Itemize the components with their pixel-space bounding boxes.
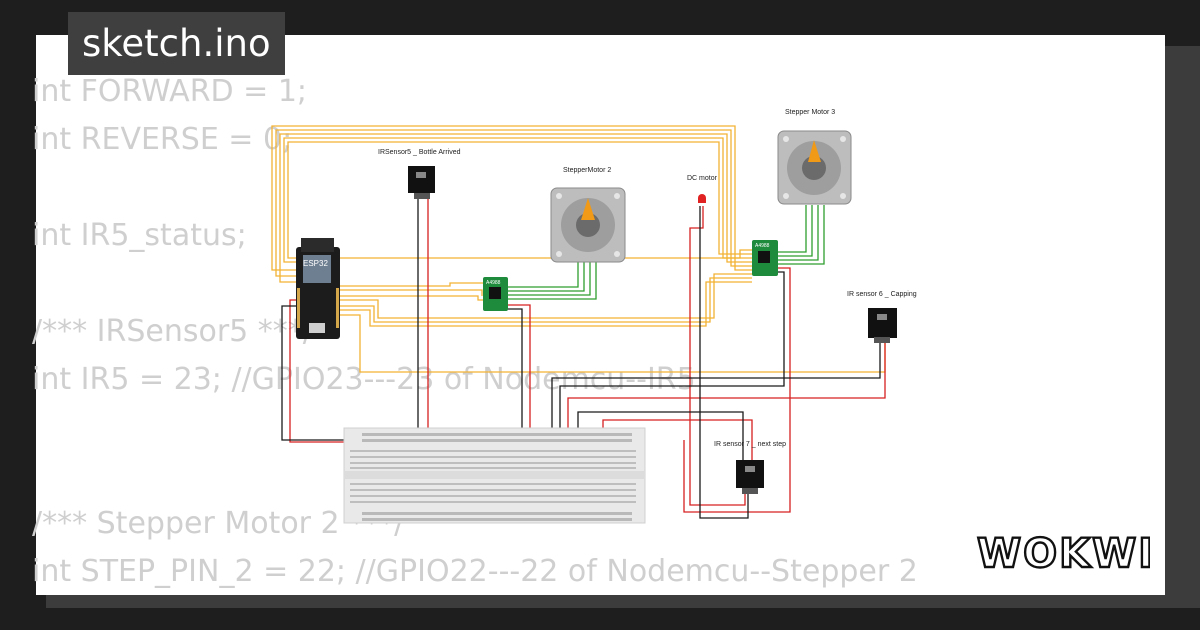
orange-wires (271, 125, 886, 373)
code-line: int IR5 = 23; //GPIO23---23 of Nodemcu--… (32, 362, 696, 397)
black-wires (281, 198, 881, 519)
code-background: int FORWARD = 1; int REVERSE = 0; int IR5_… (32, 68, 918, 596)
stepper-motor-3-label: Stepper Motor 3 (785, 109, 835, 116)
esp32-label: ESP32 (303, 259, 328, 268)
ir-sensor-7[interactable] (736, 460, 764, 494)
ir-sensor-5-label: IRSensor5 _ Bottle Arrived (378, 149, 461, 156)
a4988-driver-2[interactable]: A4988 (752, 240, 778, 276)
stepper-motor-2[interactable] (550, 187, 626, 263)
sketch-title: sketch.ino (68, 12, 285, 75)
wokwi-logo-text: WOKWI (977, 531, 1150, 577)
breadboard (343, 427, 646, 524)
code-line: int STEP_PIN_2 = 22; //GPIO22---22 of No… (32, 554, 918, 589)
code-line: int IR5_status; (32, 218, 247, 253)
ir-sensor-7-label: IR sensor 7 _ next step (714, 441, 786, 448)
esp32-board[interactable]: ESP32 (296, 238, 340, 339)
dc-motor-led[interactable] (698, 194, 706, 203)
stepper-motor-2-label: StepperMotor 2 (563, 167, 611, 174)
driver-1-label: A4988 (486, 280, 501, 286)
code-line: int REVERSE = 0; (32, 122, 293, 157)
code-line: /*** IRSensor5 ***/ (32, 314, 313, 349)
green-wires (508, 205, 825, 300)
stepper-motor-3[interactable] (777, 130, 852, 205)
wokwi-logo: WOKWI (976, 530, 1150, 577)
code-line: int FORWARD = 1; (32, 74, 308, 109)
ir-sensor-5[interactable] (408, 166, 435, 199)
driver-2-label: A4988 (755, 243, 770, 249)
ir-sensor-6-label: IR sensor 6 _ Capping (847, 291, 917, 298)
a4988-driver-1[interactable]: A4988 (483, 277, 508, 311)
ir-sensor-6[interactable] (868, 308, 897, 343)
dc-motor-label: DC motor (687, 175, 718, 182)
